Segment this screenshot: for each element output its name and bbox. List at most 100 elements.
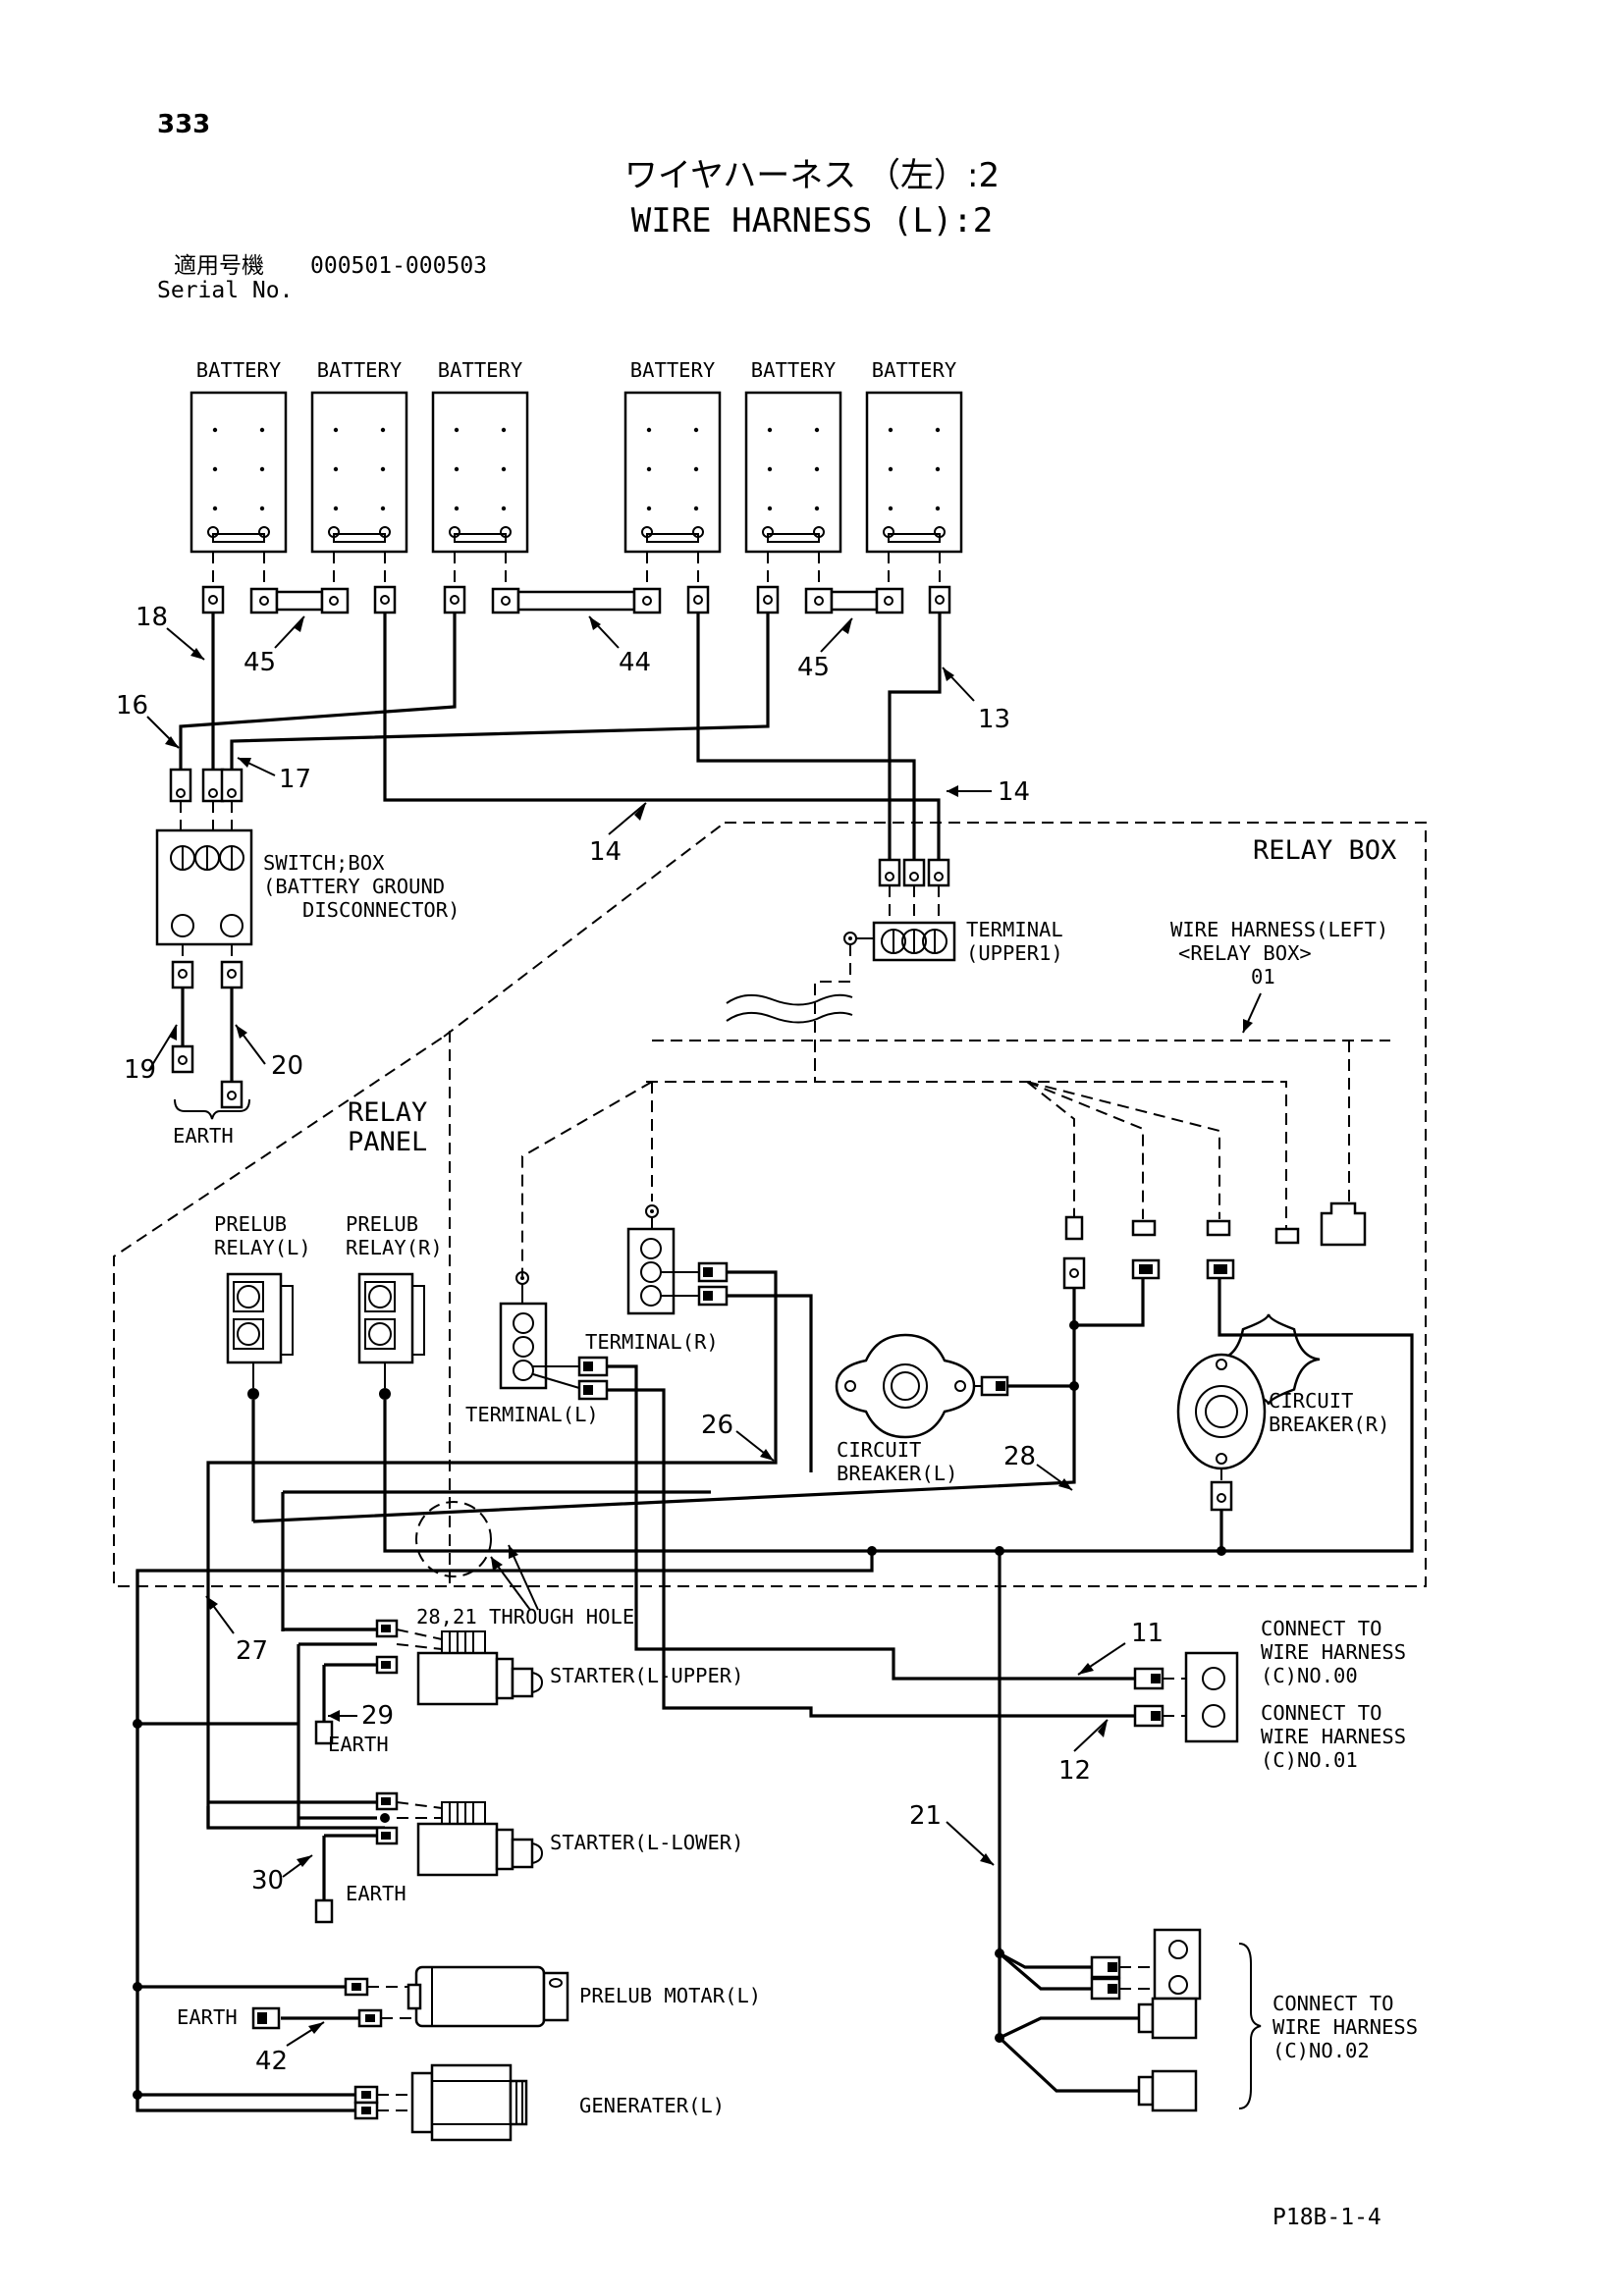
prelub-motor-label: PRELUB MOTAR(L) bbox=[579, 1984, 761, 2007]
connect-02-label-1: CONNECT TO bbox=[1272, 1992, 1393, 2015]
battery-6 bbox=[865, 391, 963, 554]
serial-label-en: Serial No. bbox=[157, 278, 293, 303]
starter-upper-label: STARTER(L-UPPER) bbox=[550, 1664, 743, 1687]
callout-45a: 45 bbox=[244, 648, 276, 677]
cb-r-label-1: CIRCUIT bbox=[1269, 1389, 1353, 1413]
generator-label: GENERATER(L) bbox=[579, 2094, 725, 2117]
serial-label-jp: 適用号機 bbox=[174, 253, 264, 279]
callout-27: 27 bbox=[236, 1636, 268, 1666]
ring-terminal bbox=[928, 585, 951, 614]
connect-00-label-3: (C)NO.00 bbox=[1261, 1664, 1358, 1687]
wh-left-label-2: <RELAY BOX> bbox=[1178, 941, 1312, 965]
circuit-breaker-l: CIRCUIT BREAKER(L) bbox=[835, 1333, 1009, 1485]
through-hole-label: 28,21 THROUGH HOLE bbox=[416, 1605, 634, 1629]
jumper-45-left bbox=[249, 587, 350, 614]
earth-label-switch: EARTH bbox=[173, 1124, 234, 1148]
battery-label-6: BATTERY bbox=[872, 358, 956, 382]
battery-2 bbox=[310, 391, 408, 554]
earth-label-upper: EARTH bbox=[328, 1733, 389, 1756]
relay-box-outline: RELAY BOX RELAY PANEL bbox=[113, 822, 1427, 1587]
callout-17: 17 bbox=[279, 765, 311, 794]
connect-00-label-2: WIRE HARNESS bbox=[1261, 1640, 1406, 1664]
page-number: 333 bbox=[157, 110, 210, 139]
connect-02: CONNECT TO WIRE HARNESS (C)NO.02 21 bbox=[909, 1801, 1418, 2112]
jumper-45-right bbox=[804, 587, 904, 614]
battery-callouts: 18 45 44 45 13 16 17 14 14 bbox=[116, 603, 1030, 867]
prelub-motor: PRELUB MOTAR(L) EARTH 42 bbox=[177, 1965, 761, 2076]
prelub-relay-l-label-2: RELAY(L) bbox=[214, 1236, 311, 1259]
battery-3 bbox=[431, 391, 529, 554]
batteries: BATTERY BATTERY BATTERY BATTERY BATTERY … bbox=[189, 358, 963, 589]
switch-box-label-1: SWITCH;BOX bbox=[263, 851, 385, 875]
battery-post-drops bbox=[212, 552, 941, 589]
earth-label-lower: EARTH bbox=[346, 1882, 406, 1905]
battery-4 bbox=[623, 391, 722, 554]
callout-20: 20 bbox=[271, 1051, 303, 1081]
connect-01-label-2: WIRE HARNESS bbox=[1261, 1725, 1406, 1748]
battery-label-4: BATTERY bbox=[630, 358, 715, 382]
callout-44: 44 bbox=[619, 648, 651, 677]
ring-terminal bbox=[756, 585, 780, 614]
break-symbol bbox=[726, 993, 853, 1024]
callout-28: 28 bbox=[1003, 1442, 1036, 1471]
connect-01-label-3: (C)NO.01 bbox=[1261, 1748, 1358, 1772]
relay-box-connectors bbox=[1062, 1201, 1367, 1290]
starter-lower-label: STARTER(L-LOWER) bbox=[550, 1831, 743, 1854]
terminal-upper1: TERMINAL (UPPER1) bbox=[814, 858, 1063, 1082]
callout-13: 13 bbox=[978, 705, 1010, 734]
battery-label-3: BATTERY bbox=[438, 358, 522, 382]
prelub-relay-r-label-1: PRELUB bbox=[346, 1212, 418, 1236]
starter-lower: STARTER(L-LOWER) EARTH 30 bbox=[208, 1791, 743, 1924]
left-bus bbox=[133, 1320, 1226, 2112]
generator: GENERATER(L) bbox=[353, 2063, 725, 2142]
battery-5 bbox=[744, 391, 842, 554]
relay-panel-label-2: PANEL bbox=[348, 1127, 427, 1157]
battery-cable-connectors bbox=[201, 585, 951, 614]
relay-panel-label-1: RELAY bbox=[348, 1097, 427, 1128]
connect-02-label-2: WIRE HARNESS bbox=[1272, 2015, 1418, 2039]
prelub-relay-r: PRELUB RELAY(R) bbox=[346, 1212, 443, 1400]
callout-45b: 45 bbox=[797, 653, 830, 682]
relay-box-label: RELAY BOX bbox=[1253, 835, 1396, 866]
cb-l-label-2: BREAKER(L) bbox=[837, 1462, 957, 1485]
wire-harness-left-label: WIRE HARNESS(LEFT) <RELAY BOX> 01 bbox=[1170, 918, 1388, 1034]
title-en: WIRE HARNESS (L):2 bbox=[631, 201, 993, 240]
cb-r-label-2: BREAKER(R) bbox=[1269, 1413, 1389, 1436]
callout-18: 18 bbox=[135, 603, 168, 632]
callout-14b: 14 bbox=[589, 837, 622, 867]
prelub-relay-l: PRELUB RELAY(L) bbox=[214, 1212, 311, 1400]
callout-16: 16 bbox=[116, 691, 148, 721]
terminal-l-label: TERMINAL(L) bbox=[465, 1403, 599, 1426]
footer-code: P18B-1-4 bbox=[1272, 2205, 1381, 2230]
ring-terminal bbox=[373, 585, 397, 614]
terminal-upper-label-1: TERMINAL bbox=[966, 918, 1063, 941]
prelub-relay-l-label-1: PRELUB bbox=[214, 1212, 287, 1236]
connect-02-label-3: (C)NO.02 bbox=[1272, 2039, 1370, 2062]
callout-30: 30 bbox=[251, 1866, 284, 1896]
callout-11: 11 bbox=[1131, 1619, 1164, 1648]
battery-1 bbox=[189, 391, 288, 554]
circuit-breaker-r: CIRCUIT BREAKER(R) bbox=[1176, 1313, 1389, 1512]
battery-label-5: BATTERY bbox=[751, 358, 836, 382]
starter-upper: STARTER(L-UPPER) EARTH 29 bbox=[283, 1619, 743, 1828]
connect-00-01: CONNECT TO WIRE HARNESS (C)NO.00 CONNECT… bbox=[1058, 1617, 1406, 1786]
callout-26: 26 bbox=[701, 1411, 733, 1440]
earth-label-motor: EARTH bbox=[177, 2005, 238, 2029]
callout-14a: 14 bbox=[998, 777, 1030, 807]
through-hole: 28,21 THROUGH HOLE bbox=[415, 1501, 634, 1629]
callout-12: 12 bbox=[1058, 1756, 1091, 1786]
prelub-relay-r-label-2: RELAY(R) bbox=[346, 1236, 443, 1259]
connect-00-label-1: CONNECT TO bbox=[1261, 1617, 1381, 1640]
serial-value: 000501-000503 bbox=[310, 253, 487, 279]
terminal-upper-label-2: (UPPER1) bbox=[966, 941, 1063, 965]
callout-21: 21 bbox=[909, 1801, 942, 1831]
relay-box-harness bbox=[521, 1040, 1390, 1276]
callout-19: 19 bbox=[124, 1055, 156, 1085]
terminal-r: TERMINAL(R) bbox=[585, 1204, 729, 1354]
wh-left-label-1: WIRE HARNESS(LEFT) bbox=[1170, 918, 1388, 941]
ring-terminal bbox=[443, 585, 466, 614]
jumper-44-center bbox=[491, 587, 662, 614]
terminal-r-label: TERMINAL(R) bbox=[585, 1330, 719, 1354]
battery-cables bbox=[179, 613, 942, 862]
